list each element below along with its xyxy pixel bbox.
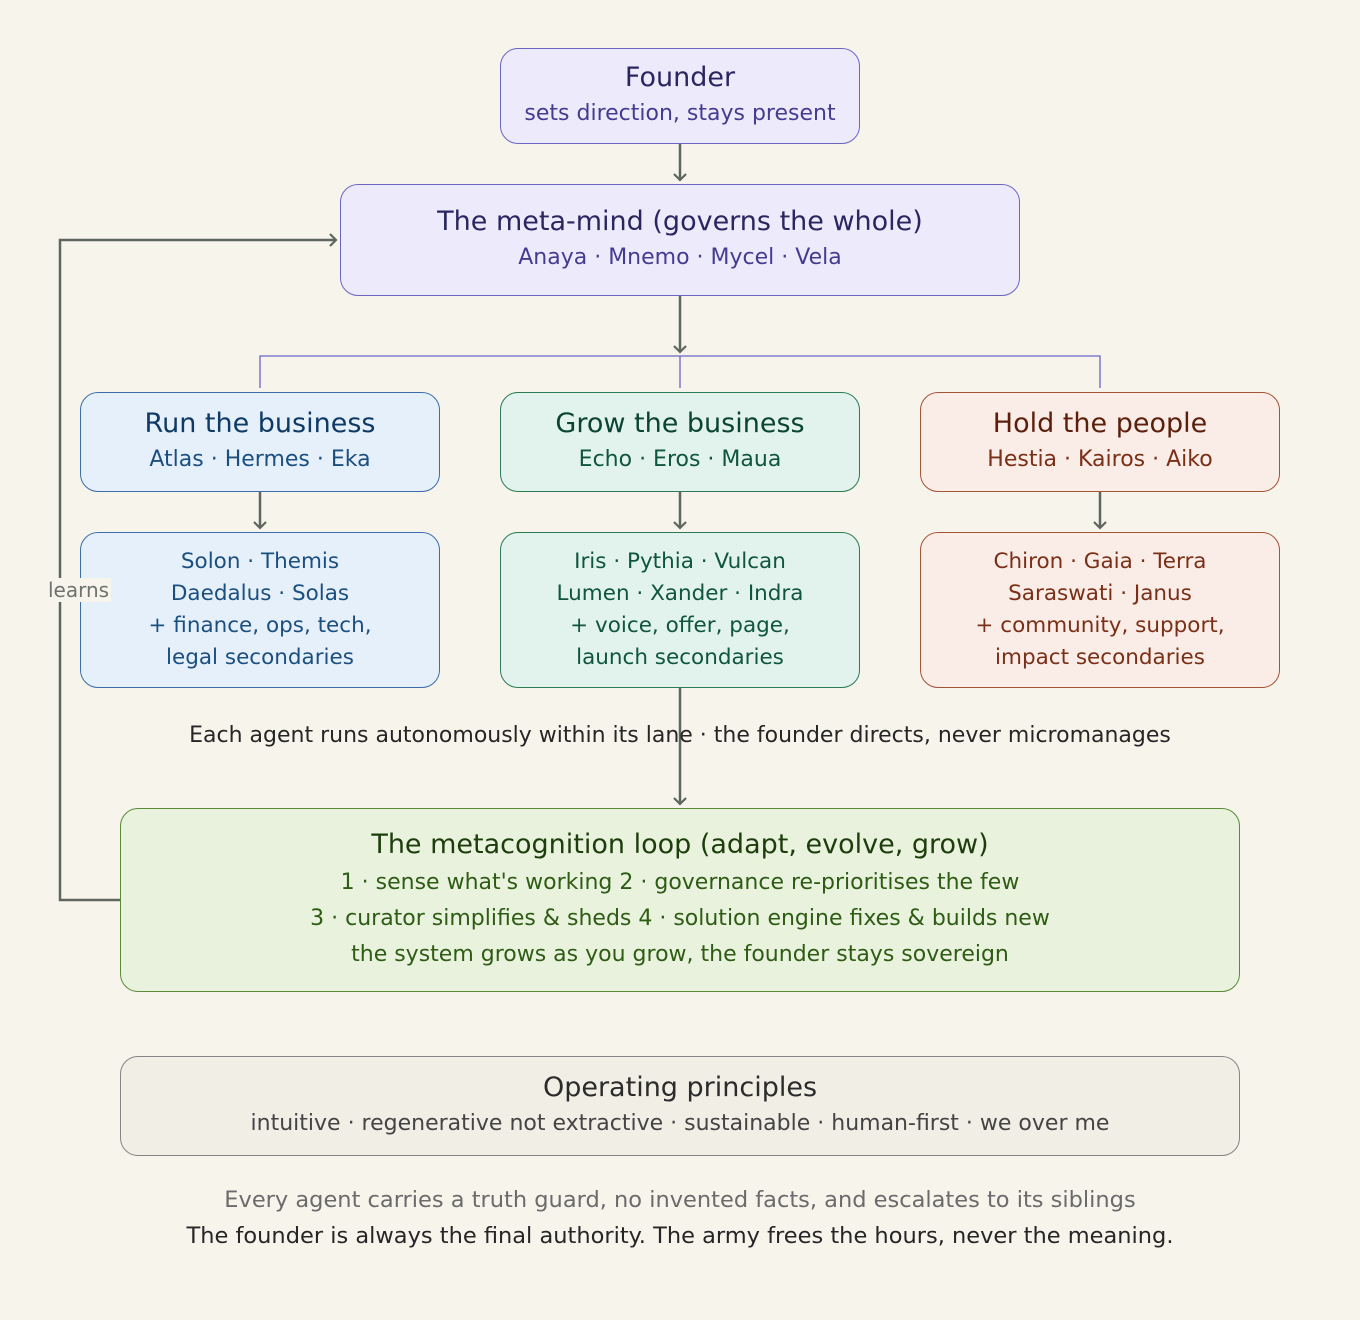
lane-run-node: Run the business Atlas · Hermes · Eka [80,392,440,492]
loop-step-line: the system grows as you grow, the founde… [351,942,1009,967]
loop-step-line: 3 · curator simplifies & sheds 4 · solut… [310,906,1050,931]
principles-title: Operating principles [542,1072,818,1103]
secondary-line: Iris · Pythia · Vulcan [574,549,786,574]
secondary-line: impact secondaries [995,645,1205,670]
loop-step-line: 1 · sense what's working 2 · governance … [340,870,1020,895]
meta-mind-title: The meta-mind (governs the whole) [437,206,923,237]
lane-grow-members: Echo · Eros · Maua [578,447,782,472]
lane-autonomy-note: Each agent runs autonomously within its … [189,723,1171,748]
feedback-label: learns [46,578,112,602]
secondary-line: legal secondaries [166,645,354,670]
principles-items: intuitive · regenerative not extractive … [250,1111,1110,1136]
lane-run-members: Atlas · Hermes · Eka [149,447,371,472]
lane-hold-members: Hestia · Kairos · Aiko [987,447,1213,472]
lane-grow-node: Grow the business Echo · Eros · Maua [500,392,860,492]
founder-node: Founder sets direction, stays present [500,48,860,144]
metacognition-loop-node: The metacognition loop (adapt, evolve, g… [120,808,1240,992]
lane-run-title: Run the business [144,408,376,439]
lane-hold-secondaries: Chiron · Gaia · Terra Saraswati · Janus … [920,532,1280,688]
secondary-line: Chiron · Gaia · Terra [993,549,1207,574]
meta-mind-node: The meta-mind (governs the whole) Anaya … [340,184,1020,296]
lane-run-secondaries: Solon · Themis Daedalus · Solas + financ… [80,532,440,688]
meta-mind-members: Anaya · Mnemo · Mycel · Vela [518,245,842,270]
lane-grow-title: Grow the business [555,408,805,439]
secondary-line: Daedalus · Solas [170,581,350,606]
footer-statement: The founder is always the final authorit… [186,1223,1174,1249]
arrow-loop-feedback [58,233,338,902]
secondary-line: Solon · Themis [180,549,340,574]
secondary-line: Saraswati · Janus [1008,581,1192,606]
footer-note: Every agent carries a truth guard, no in… [224,1187,1136,1213]
founder-title: Founder [624,62,736,93]
lane-branch-bar [259,355,1101,388]
operating-principles-node: Operating principles intuitive · regener… [120,1056,1240,1156]
secondary-line: launch secondaries [576,645,784,670]
secondary-line: + voice, offer, page, [570,613,790,638]
secondary-line: + finance, ops, tech, [148,613,372,638]
founder-subtitle: sets direction, stays present [524,101,836,126]
secondary-line: + community, support, [975,613,1225,638]
loop-title: The metacognition loop (adapt, evolve, g… [371,829,989,860]
secondary-line: Lumen · Xander · Indra [556,581,804,606]
lane-hold-title: Hold the people [992,408,1208,439]
lane-grow-secondaries: Iris · Pythia · Vulcan Lumen · Xander · … [500,532,860,688]
lane-hold-node: Hold the people Hestia · Kairos · Aiko [920,392,1280,492]
